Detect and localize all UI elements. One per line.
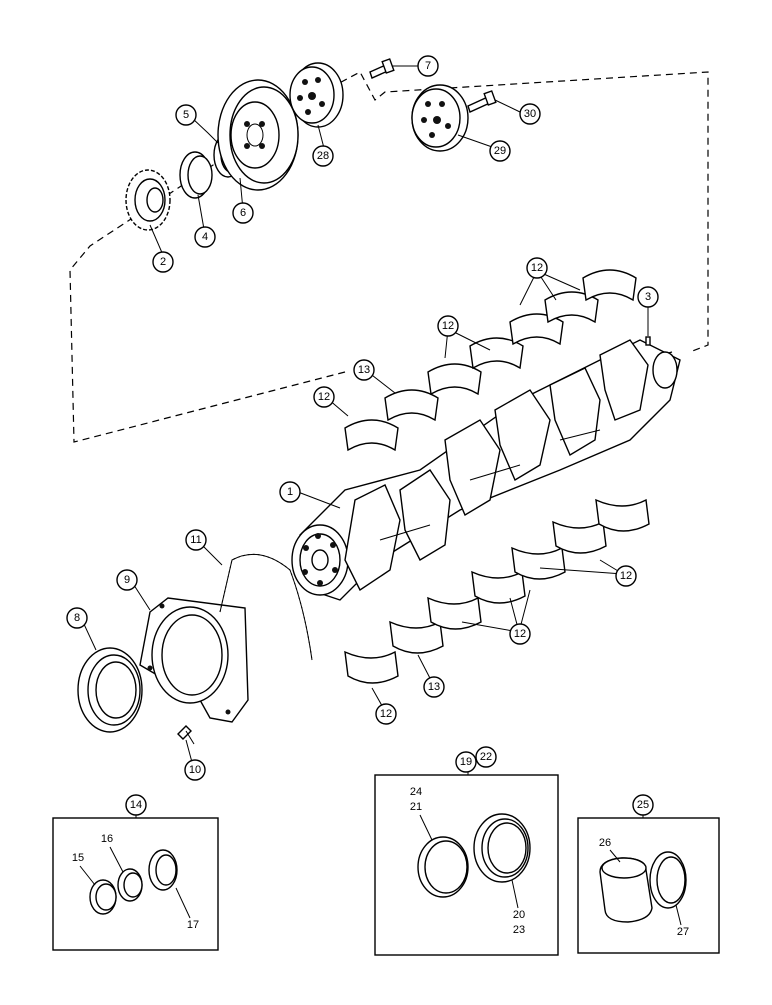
- bearing-shell: [427, 363, 482, 396]
- callout-4: 4: [194, 226, 216, 248]
- callout-12: 12: [313, 386, 335, 408]
- bearing-shell: [344, 419, 399, 452]
- svg-text:12: 12: [318, 391, 330, 403]
- kit-box-14: 14 15 16 17: [52, 794, 219, 951]
- crankshaft: [291, 339, 681, 601]
- label-21: 21: [410, 801, 422, 813]
- bearing-shell: [471, 570, 526, 604]
- damper-adapter: [411, 84, 469, 152]
- label-17: 17: [187, 919, 199, 931]
- callout-19: 19: [455, 751, 477, 773]
- label-26: 26: [599, 837, 611, 849]
- svg-text:4: 4: [202, 231, 208, 243]
- callout-12: 12: [437, 315, 459, 337]
- wear-ring: [179, 151, 213, 199]
- callout-28: 28: [312, 145, 334, 167]
- kit-box-25: 25 26 27: [577, 794, 720, 954]
- rear-seal-housing: [139, 597, 249, 723]
- callout-8: 8: [66, 607, 88, 629]
- svg-text:14: 14: [130, 799, 142, 811]
- callout-12: 12: [509, 623, 531, 645]
- callout-2: 2: [152, 251, 174, 273]
- svg-text:25: 25: [637, 799, 649, 811]
- callout-7: 7: [417, 55, 439, 77]
- callout-3: 3: [637, 286, 659, 308]
- bearing-shell: [511, 546, 566, 580]
- svg-text:22: 22: [480, 751, 492, 763]
- bearing-shell: [344, 650, 399, 684]
- callout-30: 30: [519, 103, 541, 125]
- bearing-shell: [469, 337, 524, 370]
- label-16: 16: [101, 833, 113, 845]
- svg-text:29: 29: [494, 145, 506, 157]
- rear-gasket: [219, 553, 313, 661]
- bearing-shell: [427, 596, 482, 630]
- dowel: [645, 336, 651, 346]
- svg-text:12: 12: [531, 262, 543, 274]
- callout-29: 29: [489, 140, 511, 162]
- svg-text:3: 3: [645, 291, 651, 303]
- svg-text:13: 13: [428, 681, 440, 693]
- svg-text:13: 13: [358, 364, 370, 376]
- label-15: 15: [72, 852, 84, 864]
- svg-text:1: 1: [287, 486, 293, 498]
- bearing-shell: [544, 291, 599, 324]
- svg-text:7: 7: [425, 60, 431, 72]
- callout-13: 13: [353, 359, 375, 381]
- callout-1: 1: [279, 481, 301, 503]
- upper-bearing-shells: [344, 269, 637, 452]
- label-27: 27: [677, 926, 689, 938]
- callout-12: 12: [526, 257, 548, 279]
- svg-text:12: 12: [380, 708, 392, 720]
- callout-10: 10: [184, 759, 206, 781]
- svg-text:2: 2: [160, 256, 166, 268]
- housing-screw: [177, 725, 195, 745]
- callout-13: 13: [423, 676, 445, 698]
- svg-text:12: 12: [442, 320, 454, 332]
- callout-6: 6: [232, 202, 254, 224]
- callout-11: 11: [185, 529, 207, 551]
- svg-text:28: 28: [317, 150, 329, 162]
- svg-text:9: 9: [124, 574, 130, 586]
- label-20: 20: [513, 909, 525, 921]
- bearing-shell: [595, 498, 650, 532]
- callout-25: 25: [632, 794, 654, 816]
- rear-seal: [77, 647, 143, 733]
- svg-text:8: 8: [74, 612, 80, 624]
- callout-12: 12: [615, 565, 637, 587]
- crank-pulley: [217, 79, 299, 191]
- bearing-shell: [582, 269, 637, 302]
- bearing-shell: [389, 620, 444, 654]
- callout-22: 22: [475, 746, 497, 768]
- damper-hub: [289, 62, 344, 128]
- label-24: 24: [410, 786, 422, 798]
- callout-12: 12: [375, 703, 397, 725]
- bolt-30: [467, 90, 497, 113]
- bolt-7: [369, 58, 395, 79]
- callout-9: 9: [116, 569, 138, 591]
- svg-text:10: 10: [189, 764, 201, 776]
- label-23: 23: [513, 924, 525, 936]
- svg-text:12: 12: [620, 570, 632, 582]
- crank-gear: [125, 169, 171, 231]
- svg-text:5: 5: [183, 109, 189, 121]
- svg-text:12: 12: [514, 628, 526, 640]
- callout-5: 5: [175, 104, 197, 126]
- svg-text:11: 11: [190, 534, 201, 546]
- bearing-shell: [384, 389, 439, 422]
- callout-14: 14: [125, 794, 147, 816]
- bearing-shell: [552, 520, 607, 554]
- svg-text:30: 30: [524, 108, 536, 120]
- svg-text:6: 6: [240, 207, 246, 219]
- svg-text:19: 19: [460, 756, 472, 768]
- lower-bearing-shells: [344, 498, 650, 684]
- kit-box-19-22: 19 22 24 21 20 23: [374, 746, 559, 956]
